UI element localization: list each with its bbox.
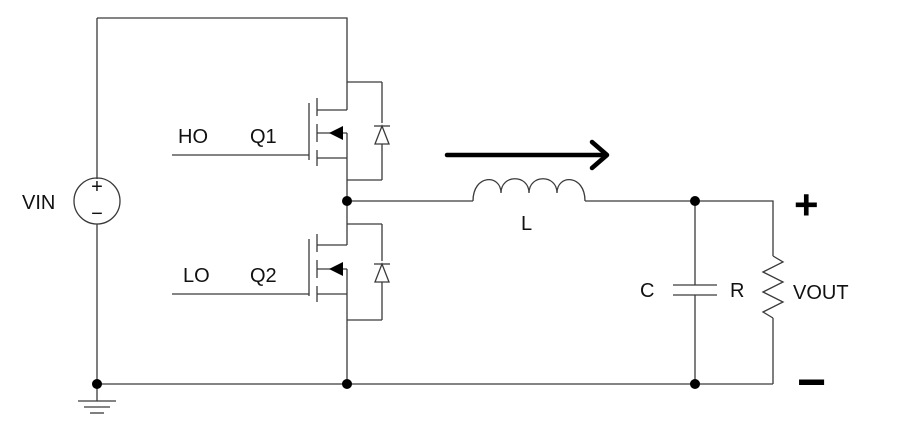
c-label: C — [640, 280, 654, 302]
source-minus-sign: − — [91, 203, 103, 225]
mosfet-q2 — [308, 200, 390, 384]
q1-body-diode — [374, 124, 390, 145]
inductor-l — [472, 178, 586, 202]
output-plus-sign: + — [794, 181, 819, 228]
ho-label: HO — [178, 126, 208, 148]
vin-label: VIN — [22, 192, 55, 214]
mosfet-q1 — [308, 81, 390, 200]
output-minus-sign: − — [797, 354, 826, 410]
junction-dot-output-bottom — [690, 379, 700, 389]
capacitor-c — [673, 201, 717, 384]
l-label: L — [521, 213, 532, 235]
ground-symbol — [78, 384, 116, 414]
vout-label: VOUT — [793, 282, 849, 304]
resistor-r — [761, 255, 785, 319]
junction-dot-output-top — [690, 196, 700, 206]
q1-body-arrow — [329, 126, 343, 140]
lo-label: LO — [183, 265, 210, 287]
q2-body-diode — [374, 262, 390, 283]
r-label: R — [730, 280, 744, 302]
q1-label: Q1 — [250, 126, 277, 148]
q2-body-arrow — [329, 262, 343, 276]
q2-label: Q2 — [250, 265, 277, 287]
junction-dot-ground — [92, 379, 102, 389]
wire-output-node — [585, 200, 774, 256]
junction-dot-q2-source — [342, 379, 352, 389]
junction-dot-switch-node — [342, 196, 352, 206]
wire-top-rail — [97, 17, 348, 82]
voltage-source-vin: + − — [73, 176, 121, 225]
source-plus-sign: + — [91, 176, 103, 198]
current-arrow — [444, 139, 610, 171]
